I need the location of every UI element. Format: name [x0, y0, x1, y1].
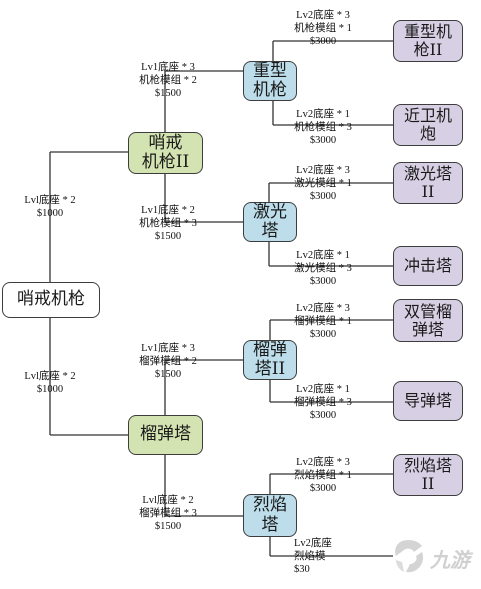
node-double: 双管榴弹塔 — [393, 299, 463, 342]
cost-line: 机枪模组 * 2 — [139, 75, 197, 86]
cost-line: Lv2底座 * 1 — [296, 109, 350, 120]
cost-line: 烈焰模组 * 1 — [294, 470, 352, 481]
cost-flame: Lvl底座 * 2 榴弹模组 * 3 $1500 — [137, 494, 199, 533]
cost-line: Lvl底座 * 2 — [24, 195, 76, 206]
cost-line: $1500 — [154, 369, 182, 380]
cost-line: 榴弹模组 * 1 — [294, 316, 352, 327]
cost-line: 机枪模组 * 3 — [139, 218, 197, 229]
cost-line: $1500 — [154, 521, 182, 532]
cost-line: Lv2底座 * 3 — [296, 10, 350, 21]
cost-laser2: Lv2底座 * 3 激光模组 * 1 $3000 — [291, 164, 355, 203]
cost-sentry2: Lvl底座 * 2 $1000 — [20, 194, 80, 220]
cost-laser: Lv1底座 * 2 机枪模组 * 3 $1500 — [137, 204, 199, 243]
cost-double: Lv2底座 * 3 榴弹模组 * 1 $3000 — [291, 302, 355, 341]
cost-line: 机枪模组 * 1 — [294, 23, 352, 34]
node-sentry2: 哨戒机枪II — [128, 132, 203, 174]
cost-line: 榴弹模组 * 3 — [139, 508, 197, 519]
cost-line: $30 — [294, 564, 310, 575]
cost-line: 榴弹模组 * 3 — [294, 397, 352, 408]
cost-flame3: Lv2底座 烈焰模 $30 — [294, 537, 334, 576]
swirl-logo-icon — [395, 540, 424, 573]
cost-line: 榴弹模组 * 2 — [139, 356, 197, 367]
cost-line: 烈焰模 — [294, 551, 326, 562]
node-guard: 近卫机炮 — [393, 104, 463, 146]
cost-grenade2: Lv1底座 * 3 榴弹模组 * 2 $1500 — [137, 342, 199, 381]
cost-heavy: Lv1底座 * 3 机枪模组 * 2 $1500 — [137, 61, 199, 100]
cost-line: Lv1底座 * 2 — [141, 205, 195, 216]
cost-impact: Lv2底座 * 1 激光模组 * 3 $3000 — [291, 249, 355, 288]
node-missile: 导弹塔 — [393, 381, 463, 421]
cost-line: 激光模组 * 3 — [294, 263, 352, 274]
node-root: 哨戒机枪 — [2, 282, 100, 318]
cost-missile: Lv2底座 * 1 榴弹模组 * 3 $3000 — [291, 383, 355, 422]
cost-heavy2: Lv2底座 * 3 机枪模组 * 1 $3000 — [291, 9, 355, 48]
watermark: 九游 — [388, 534, 481, 582]
cost-line: $3000 — [309, 36, 337, 47]
cost-line: $1000 — [36, 384, 64, 395]
cost-line: Lv2底座 * 1 — [296, 384, 350, 395]
node-flame: 烈焰塔 — [243, 494, 297, 537]
cost-line: $3000 — [309, 329, 337, 340]
node-impact: 冲击塔 — [393, 246, 463, 286]
node-laser2: 激光塔II — [393, 162, 463, 204]
cost-line: $1500 — [154, 88, 182, 99]
cost-guard: Lv2底座 * 1 机枪模组 * 3 $3000 — [291, 108, 355, 147]
cost-line: $3000 — [309, 276, 337, 287]
node-grenade: 榴弹塔 — [128, 415, 203, 455]
node-grenade2: 榴弹塔II — [243, 340, 297, 380]
cost-line: Lv2底座 * 3 — [296, 165, 350, 176]
cost-line: $3000 — [309, 191, 337, 202]
cost-line: Lv2底座 * 3 — [296, 457, 350, 468]
cost-line: $3000 — [309, 410, 337, 421]
cost-flame2: Lv2底座 * 3 烈焰模组 * 1 $3000 — [291, 456, 355, 495]
cost-line: Lvl底座 * 2 — [24, 371, 76, 382]
watermark-brand: 九游 — [430, 548, 470, 572]
cost-line: Lv1底座 * 3 — [141, 62, 195, 73]
cost-line: Lv2底座 — [294, 538, 332, 549]
cost-line: Lvl底座 * 2 — [142, 495, 194, 506]
node-heavy2: 重型机枪II — [393, 20, 463, 62]
cost-line: $3000 — [309, 135, 337, 146]
cost-line: $1000 — [36, 208, 64, 219]
cost-grenade: Lvl底座 * 2 $1000 — [20, 370, 80, 396]
node-heavy: 重型机枪 — [243, 61, 297, 101]
cost-line: $1500 — [154, 231, 182, 242]
cost-line: Lv2底座 * 1 — [296, 250, 350, 261]
cost-line: Lv2底座 * 3 — [296, 303, 350, 314]
cost-line: $3000 — [309, 483, 337, 494]
node-flame2: 烈焰塔II — [393, 454, 463, 496]
node-laser: 激光塔 — [243, 202, 297, 242]
cost-line: Lv1底座 * 3 — [141, 343, 195, 354]
cost-line: 机枪模组 * 3 — [294, 122, 352, 133]
cost-line: 激光模组 * 1 — [294, 178, 352, 189]
